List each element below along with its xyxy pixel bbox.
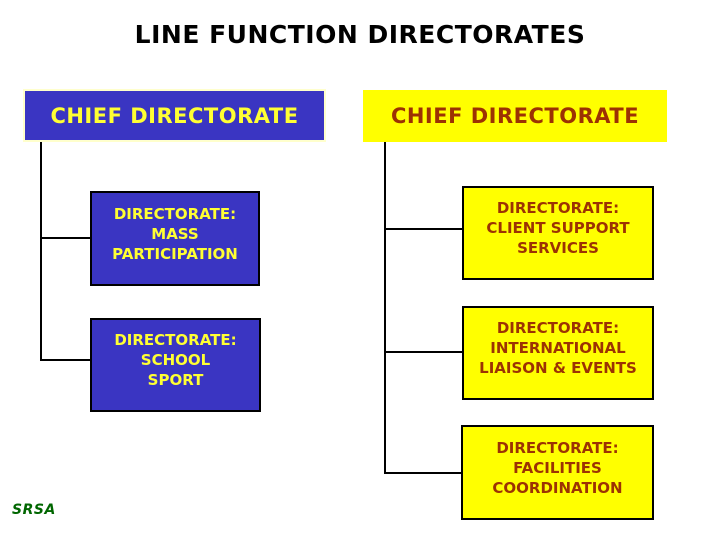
connector-left-branch-2	[40, 359, 90, 361]
connector-left-branch-1	[40, 237, 90, 239]
box-line: DIRECTORATE:	[113, 204, 237, 223]
box-line: INTERNATIONAL	[490, 339, 626, 357]
connector-right-branch-1	[384, 228, 462, 230]
box-line: SCHOOL	[140, 351, 211, 369]
directorate-facilities-coordination-box: DIRECTORATE: FACILITIES COORDINATION	[461, 425, 654, 520]
directorate-school-sport-box: DIRECTORATE: SCHOOL SPORT	[90, 318, 261, 412]
box-line: DIRECTORATE:	[496, 438, 619, 457]
directorate-international-liaison-events-box: DIRECTORATE: INTERNATIONAL LIAISON & EVE…	[462, 306, 654, 400]
box-line: DIRECTORATE:	[496, 199, 620, 217]
connector-right-branch-3	[384, 472, 462, 474]
box-line: MASS	[151, 224, 199, 243]
box-line: COORDINATION	[492, 478, 623, 497]
box-line: SERVICES	[517, 239, 599, 257]
box-line: DIRECTORATE:	[114, 331, 237, 349]
connector-right-branch-2	[384, 351, 462, 353]
box-line: DIRECTORATE:	[496, 319, 620, 337]
chief-directorate-right-box: CHIEF DIRECTORATE	[363, 90, 667, 142]
srsa-logo-text: SRSA	[12, 502, 56, 518]
box-line: SPORT	[147, 371, 204, 389]
connector-left-vertical	[40, 141, 42, 361]
box-line: FACILITIES	[513, 458, 602, 477]
box-line: CLIENT SUPPORT	[486, 219, 630, 237]
directorate-mass-participation-box: DIRECTORATE: MASS PARTICIPATION	[90, 191, 260, 286]
slide-title: LINE FUNCTION DIRECTORATES	[134, 20, 586, 49]
connector-right-vertical	[384, 142, 386, 474]
box-line: PARTICIPATION	[112, 244, 238, 263]
chief-directorate-left-box: CHIEF DIRECTORATE	[23, 89, 326, 142]
directorate-client-support-services-box: DIRECTORATE: CLIENT SUPPORT SERVICES	[462, 186, 654, 280]
box-line: LIAISON & EVENTS	[479, 359, 637, 377]
chief-directorate-right-label: CHIEF DIRECTORATE	[390, 104, 640, 128]
chief-directorate-left-label: CHIEF DIRECTORATE	[50, 103, 299, 128]
